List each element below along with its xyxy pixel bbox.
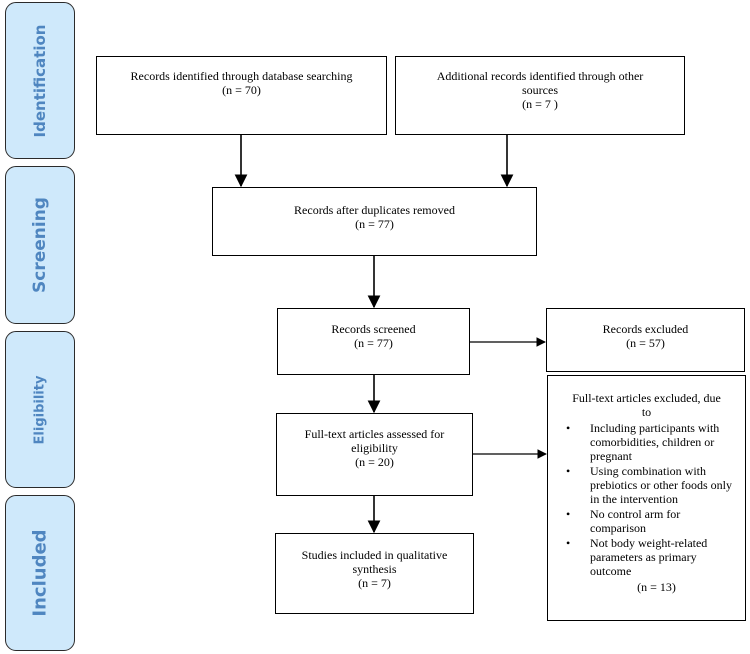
box-after-duplicates: Records after duplicates removed (n = 77… [212, 187, 537, 256]
box-fulltext-assessed-label: Full-text articles assessed for eligibil… [304, 427, 445, 455]
box-records-excluded: Records excluded (n = 57) [546, 308, 745, 372]
box-studies-included: Studies included in qualitative synthesi… [275, 533, 474, 614]
exclusion-reason: Using combination with prebiotics or oth… [566, 464, 737, 506]
exclusion-reasons-list: Including participants with comorbiditie… [556, 421, 737, 578]
box-fulltext-assessed-count: (n = 20) [355, 455, 394, 469]
box-fulltext-excluded: Full-text articles excluded, due to Incl… [547, 375, 746, 621]
phase-screening: Screening [5, 166, 75, 324]
box-other-sources: Additional records identified through ot… [395, 56, 685, 135]
exclusion-reason: No control arm for comparison [566, 507, 737, 535]
box-other-sources-label: Additional records identified through ot… [436, 69, 644, 97]
box-studies-included-label: Studies included in qualitative synthesi… [301, 548, 448, 576]
exclusion-reason: Including participants with comorbiditie… [566, 421, 737, 463]
phase-identification: Identification [5, 2, 75, 159]
box-database-search-label: Records identified through database sear… [130, 69, 353, 83]
box-records-excluded-label: Records excluded [602, 322, 689, 336]
box-after-duplicates-count: (n = 77) [355, 217, 394, 231]
box-records-excluded-count: (n = 57) [626, 336, 665, 350]
box-other-sources-count: (n = 7 ) [522, 97, 558, 111]
box-records-screened-count: (n = 77) [354, 336, 393, 350]
box-database-search: Records identified through database sear… [96, 56, 387, 135]
box-records-screened: Records screened (n = 77) [277, 308, 470, 375]
box-fulltext-excluded-count: (n = 13) [637, 580, 676, 594]
box-studies-included-count: (n = 7) [358, 576, 391, 590]
phase-included: Included [5, 495, 75, 651]
exclusion-reason: Not body weight-related parameters as pr… [566, 536, 737, 578]
box-records-screened-label: Records screened [331, 322, 416, 336]
phase-eligibility: Eligibility [5, 331, 75, 488]
box-fulltext-assessed: Full-text articles assessed for eligibil… [276, 413, 473, 496]
box-after-duplicates-label: Records after duplicates removed [294, 203, 455, 217]
box-fulltext-excluded-label: Full-text articles excluded, due to [572, 391, 721, 419]
box-database-search-count: (n = 70) [222, 83, 261, 97]
